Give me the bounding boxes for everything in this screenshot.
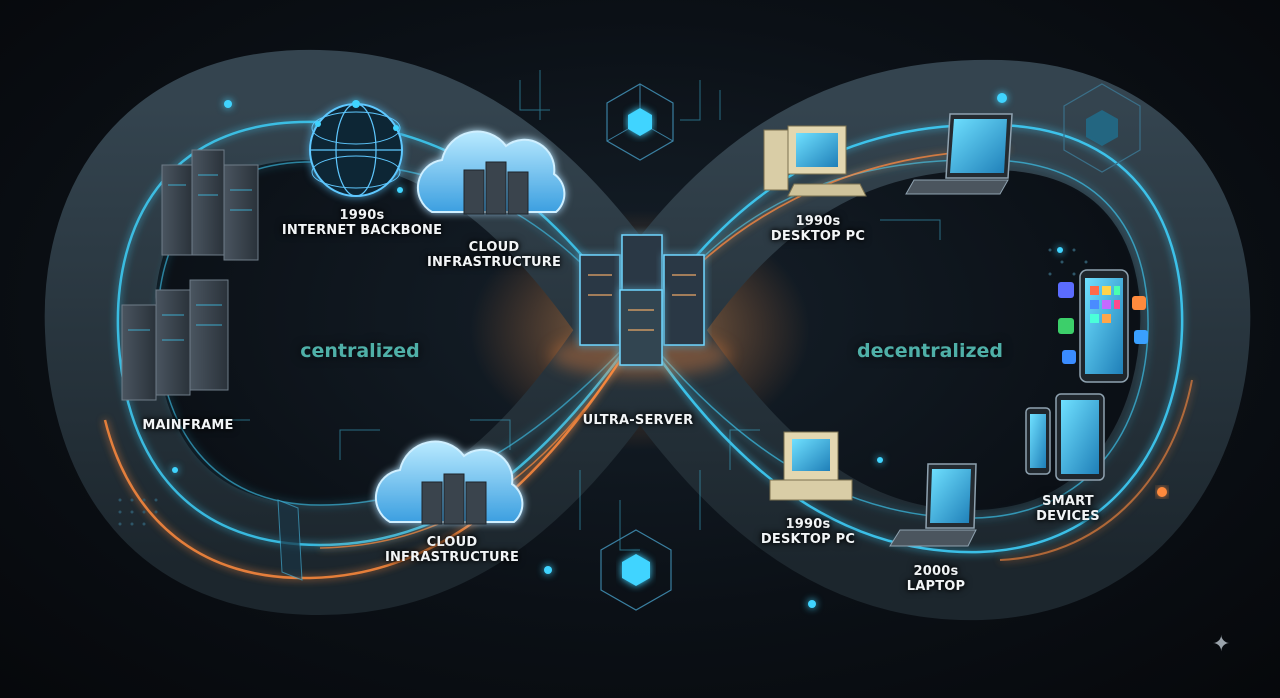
hex-cube-icon	[606, 83, 674, 161]
label-internet-backbone: 1990s INTERNET BACKBONE	[282, 208, 442, 238]
label-desktop-top: 1990s DESKTOP PC	[771, 214, 865, 244]
laptop-icon	[889, 463, 977, 547]
label-line: CLOUD	[468, 240, 520, 255]
label-ultra-server: ULTRA-SERVER	[582, 413, 694, 428]
cloud-icon	[416, 130, 566, 215]
label-line: DESKTOP PC	[770, 229, 866, 244]
smartphone-icon	[1079, 269, 1129, 383]
label-cloud-bottom: CLOUD INFRASTRUCTURE	[385, 535, 519, 565]
orange-dot	[1157, 487, 1167, 497]
label-line: 1990s	[785, 517, 831, 532]
app-icons	[1058, 282, 1148, 364]
hex-cube-icon	[1063, 83, 1141, 173]
dot-grid-left	[118, 498, 158, 526]
desktop-pc-icon	[763, 125, 867, 197]
server-rack-icon	[121, 279, 229, 401]
label-line: 1990s	[339, 208, 385, 223]
label-line: DESKTOP PC	[760, 532, 856, 547]
label-line: INFRASTRUCTURE	[426, 255, 562, 270]
zone-decentralized: decentralized	[856, 340, 1004, 362]
dot-grid-right	[1048, 248, 1088, 276]
desktop-pc-icon	[769, 431, 853, 501]
globe-icon	[309, 100, 403, 197]
laptop-icon	[905, 113, 1013, 195]
server-rack-icon	[161, 149, 259, 261]
label-smart-devices: SMART DEVICES	[1036, 494, 1100, 524]
zone-centralized: centralized	[300, 340, 420, 362]
label-mainframe: MAINFRAME	[142, 418, 234, 433]
label-line: CLOUD	[426, 535, 478, 550]
hex-cube-icon	[600, 529, 672, 611]
label-cloud-top: CLOUD INFRASTRUCTURE	[427, 240, 561, 270]
glass-panel	[277, 499, 303, 581]
label-line: SMART	[1042, 494, 1094, 509]
label-line: 2000s	[913, 564, 959, 579]
label-line: DEVICES	[1036, 509, 1100, 524]
label-line: INFRASTRUCTURE	[384, 550, 520, 565]
ultra-server-icon	[550, 234, 730, 377]
tablet-icon	[1025, 393, 1105, 481]
label-line: LAPTOP	[906, 579, 966, 594]
label-laptop: 2000s LAPTOP	[907, 564, 966, 594]
label-line: INTERNET BACKBONE	[281, 223, 443, 238]
label-desktop-bottom: 1990s DESKTOP PC	[761, 517, 855, 547]
label-line: 1990s	[795, 214, 841, 229]
node-dots	[172, 93, 1063, 608]
cloud-icon	[374, 440, 524, 525]
circuit-traces	[220, 70, 941, 551]
sparkle-icon: ✦	[1212, 632, 1231, 657]
